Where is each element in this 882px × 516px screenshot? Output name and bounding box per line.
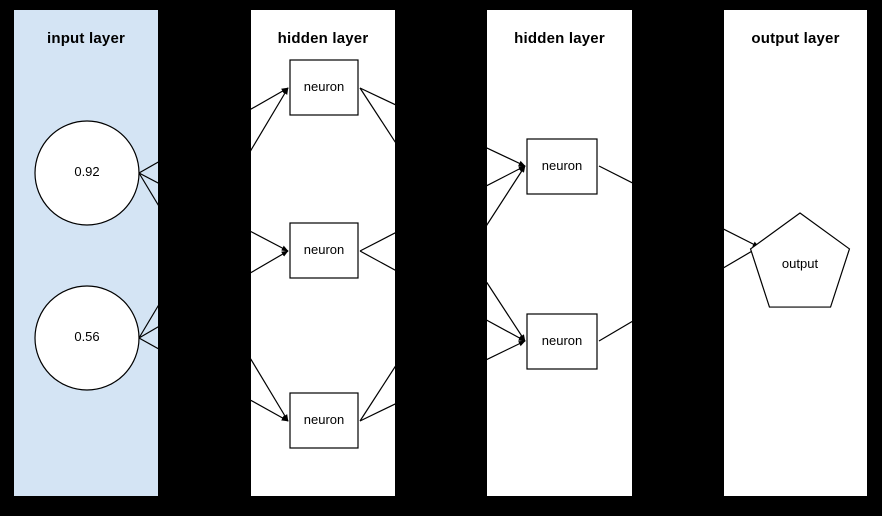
edge-input-node-2-to-hidden1-neuron-3 xyxy=(138,337,158,350)
edge-hidden1-neuron-1-to-hidden2-neuron-2 xyxy=(487,281,526,342)
node-label-output-node: output xyxy=(781,256,819,271)
edge-input-node-2-to-hidden1-neuron-1 xyxy=(251,87,289,152)
node-label-input-node-1: 0.92 xyxy=(74,164,100,179)
panel-hidden-layer-1: hidden layer neuron neuron neuron xyxy=(251,10,395,496)
edge-hidden1-neuron-3-to-hidden2-neuron-2 xyxy=(487,340,526,361)
node-label-hidden1-neuron-2: neuron xyxy=(303,241,345,257)
edge-input-node-1-to-hidden1-neuron-1 xyxy=(251,87,289,110)
edge-input-node-2-to-hidden1-neuron-3 xyxy=(251,399,289,422)
edge-input-node-1-to-hidden1-neuron-1 xyxy=(138,161,158,174)
edges-in-output-layer xyxy=(724,228,760,269)
node-label-hidden2-neuron-1: neuron xyxy=(541,157,583,173)
edge-input-node-1-to-hidden1-neuron-3 xyxy=(251,358,289,422)
edge-hidden1-neuron-2-to-hidden2-neuron-1 xyxy=(359,232,395,252)
panel-input-layer: input layer 0.92 0.56 xyxy=(14,10,158,496)
edge-hidden1-neuron-1-to-hidden2-neuron-1 xyxy=(487,147,526,167)
edge-hidden1-neuron-1-to-hidden2-neuron-2 xyxy=(359,87,395,143)
edge-hidden2-neuron-1-to-output-node xyxy=(724,228,760,248)
edge-hidden2-neuron-2-to-output-node xyxy=(598,320,632,342)
edge-hidden1-neuron-2-to-hidden2-neuron-2 xyxy=(487,319,526,342)
edge-input-node-1-to-hidden1-neuron-3 xyxy=(138,172,158,206)
nodes-in-output-layer xyxy=(749,212,851,308)
panel-title-input-layer: input layer xyxy=(46,30,126,47)
node-label-hidden1-neuron-1: neuron xyxy=(303,78,345,94)
edge-input-node-2-to-hidden1-neuron-2 xyxy=(251,250,289,274)
panel-title-hidden-layer-1: hidden layer xyxy=(277,30,369,47)
node-label-hidden1-neuron-3: neuron xyxy=(303,411,345,427)
panel-title-output-layer: output layer xyxy=(751,30,840,47)
node-label-input-node-2: 0.56 xyxy=(74,329,100,344)
edge-hidden1-neuron-1-to-hidden2-neuron-1 xyxy=(359,87,395,106)
nodes-in-input-layer xyxy=(34,120,140,391)
edge-hidden2-neuron-1-to-output-node xyxy=(598,165,632,184)
edge-hidden1-neuron-2-to-hidden2-neuron-2 xyxy=(359,250,395,271)
edge-input-node-1-to-hidden1-neuron-2 xyxy=(138,172,158,184)
panel-output-layer: output layer output xyxy=(724,10,867,496)
edge-hidden1-neuron-3-to-hidden2-neuron-1 xyxy=(359,365,395,422)
edge-input-node-2-to-hidden1-neuron-1 xyxy=(138,304,158,339)
edge-hidden1-neuron-3-to-hidden2-neuron-1 xyxy=(487,165,526,226)
edges-in-input-layer xyxy=(138,161,158,350)
edge-hidden1-neuron-2-to-hidden2-neuron-1 xyxy=(487,165,526,187)
edge-input-node-2-to-hidden1-neuron-2 xyxy=(138,326,158,339)
panel-hidden-layer-2: hidden layer neuron neuron xyxy=(487,10,632,496)
nodes-in-hidden-layer-2 xyxy=(526,138,598,370)
panel-title-hidden-layer-2: hidden layer xyxy=(514,30,605,47)
edge-input-node-1-to-hidden1-neuron-2 xyxy=(251,230,289,252)
edge-hidden1-neuron-3-to-hidden2-neuron-2 xyxy=(359,403,395,422)
node-label-hidden2-neuron-2: neuron xyxy=(541,332,583,348)
edges-in-hidden-layer-2 xyxy=(487,147,632,361)
